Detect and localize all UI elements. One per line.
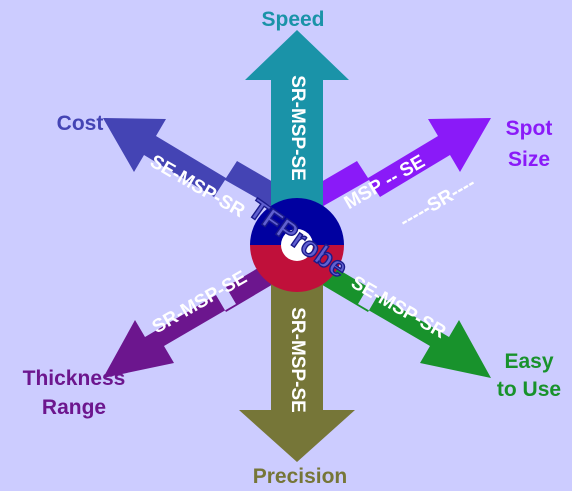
spot-size-arrow-shape xyxy=(297,118,491,221)
precision-methods-text: SR-MSP-SE xyxy=(287,307,308,413)
speed-label: Speed xyxy=(261,8,324,31)
precision-label: Precision xyxy=(253,465,348,488)
thickness-range-arrow-shape xyxy=(103,245,297,378)
hub-bottom-half xyxy=(250,245,344,292)
arrow-speed xyxy=(245,30,349,245)
thickness-label-line-2: Range xyxy=(42,396,106,419)
arrow-precision xyxy=(239,245,355,462)
arrow-easy-to-use xyxy=(297,245,491,378)
arrow-cost xyxy=(103,118,297,221)
easy-to-use-label-line-2: to Use xyxy=(497,378,561,401)
easy-to-use-label-line-1: Easy xyxy=(504,350,553,373)
arrow-spot-size xyxy=(297,118,491,221)
cost-arrow-shape xyxy=(103,118,297,221)
speed-arrow-shape xyxy=(245,30,349,245)
hub-top-half xyxy=(250,198,344,245)
speed-methods-text: SR-MSP-SE xyxy=(287,75,308,181)
cost-label: Cost xyxy=(57,112,104,135)
spot-size-label-line-2: Size xyxy=(508,148,550,171)
spot-size-methods-line-2: -----SR---- xyxy=(396,173,479,233)
arrow-thickness-range xyxy=(103,245,297,378)
spot-size-label-line-1: Spot xyxy=(506,117,553,140)
precision-arrow-shape xyxy=(239,245,355,462)
hub-center-hole xyxy=(281,229,313,261)
easy-to-use-arrow-shape xyxy=(297,245,491,378)
thickness-label-line-1: Thickness xyxy=(23,367,126,390)
